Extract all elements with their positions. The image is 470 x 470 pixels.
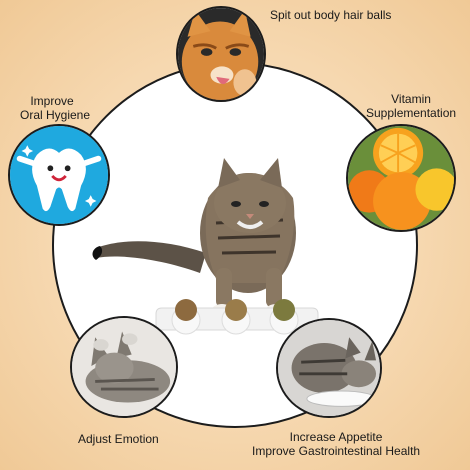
cat-with-catnip-balls-image [88,128,384,348]
oral-hygiene-label: Improve Oral Hygiene [20,94,90,122]
cat-eating-icon [276,318,382,418]
vitamin-label-line2: Supplementation [366,106,457,120]
emotion-label: Adjust Emotion [78,432,159,446]
cat-licking-icon [176,6,266,102]
oral-hygiene-label-line2: Oral Hygiene [20,108,91,122]
appetite-label-line2: Improve Gastrointestinal Health [252,444,421,458]
hairballs-label: Spit out body hair balls [270,8,392,22]
vitamin-label-line1: Vitamin [391,92,431,106]
tooth-icon [8,124,110,226]
orange-fruit-icon [346,124,456,232]
cat-playing-icon [70,316,178,418]
appetite-label-line1: Increase Appetite [289,430,383,444]
appetite-label: Increase Appetite Improve Gastrointestin… [252,430,420,458]
oral-hygiene-label-line1: Improve [30,94,74,108]
vitamin-label: Vitamin Supplementation [366,92,456,120]
